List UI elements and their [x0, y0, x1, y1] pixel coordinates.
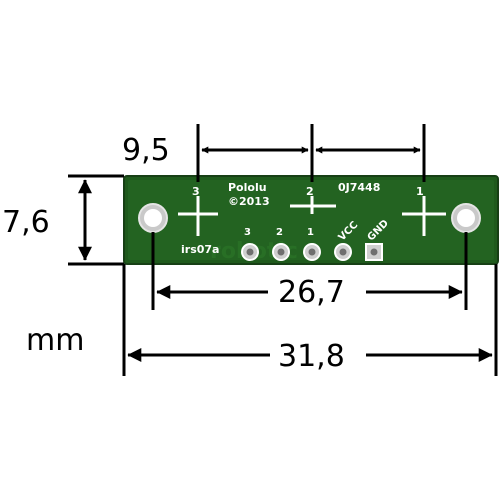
- copyright-label: ©2013: [228, 195, 270, 208]
- pin-label-3: 3: [244, 227, 251, 238]
- pad-spacing-label: 9,5: [122, 133, 170, 168]
- mounting-hole-left: [138, 203, 168, 233]
- sensor-label-3: 3: [192, 185, 200, 198]
- mounting-hole-right: [451, 203, 481, 233]
- sensor-marker-3: [178, 196, 218, 236]
- header-pads: [241, 243, 383, 261]
- total-width-label: 31,8: [278, 339, 345, 374]
- sensor-marker-1: [402, 196, 446, 236]
- sensor-label-1: 1: [416, 185, 424, 198]
- pin-label-2: 2: [276, 227, 283, 238]
- pin-label-1: 1: [307, 227, 314, 238]
- dimension-lines: [68, 124, 498, 376]
- sensor-label-2: 2: [306, 185, 314, 198]
- pcb-board: robotic 3 2 1 Pololu ©2013 0J7448: [123, 175, 499, 265]
- hole-spacing-label: 26,7: [278, 275, 345, 310]
- height-label: 7,6: [2, 205, 50, 240]
- model-label: irs07a: [181, 243, 219, 256]
- brand-label: Pololu: [228, 181, 267, 194]
- pcb-inner-shade: [128, 180, 494, 260]
- board-code-label: 0J7448: [338, 181, 380, 194]
- unit-label: mm: [26, 323, 84, 358]
- sensor-marker-2: [290, 196, 336, 214]
